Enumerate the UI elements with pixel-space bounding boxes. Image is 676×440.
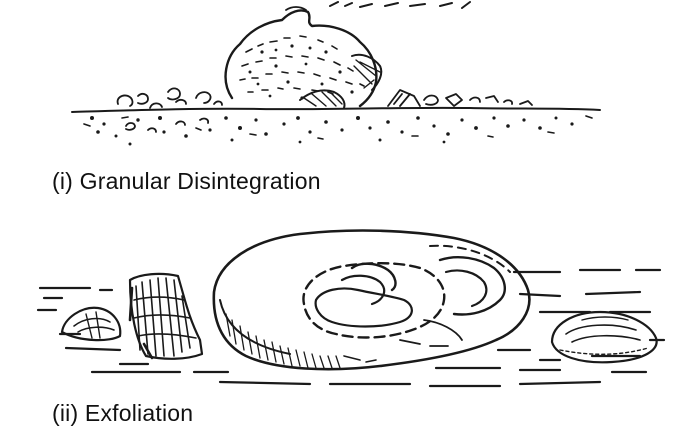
cutoff-top-text bbox=[330, 2, 470, 8]
right-pebble bbox=[552, 312, 657, 362]
granular-boulder bbox=[226, 7, 382, 108]
granular-disintegration-caption: (i) Granular Disintegration bbox=[52, 168, 321, 195]
layered-block bbox=[130, 274, 202, 359]
left-shell-fragment bbox=[62, 308, 120, 340]
exfoliation-illustration bbox=[38, 231, 664, 386]
exfoliating-dome bbox=[214, 231, 530, 370]
exfoliation-caption: (ii) Exfoliation bbox=[52, 400, 193, 427]
right-debris bbox=[388, 90, 532, 106]
granular-disintegration-illustration bbox=[72, 2, 600, 146]
ground-line bbox=[72, 108, 600, 112]
ground-grains bbox=[90, 116, 574, 146]
